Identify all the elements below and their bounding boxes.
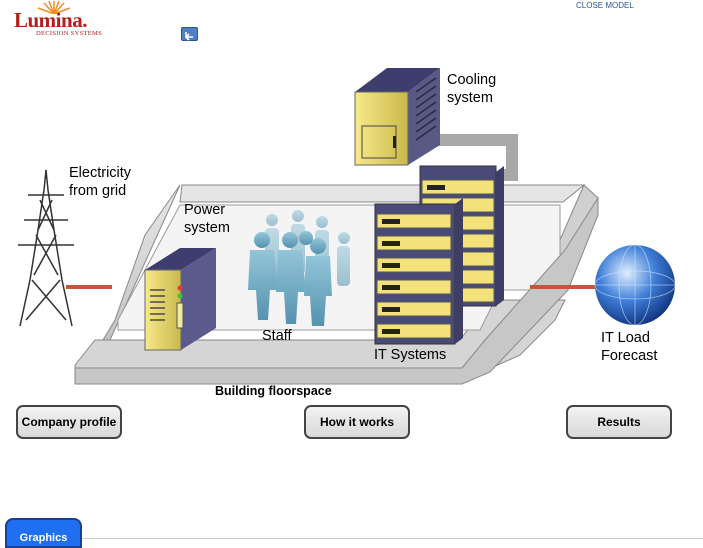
it-systems-label: IT Systems [374, 347, 447, 363]
power-pylon-icon [18, 169, 74, 327]
floorspace-label: Building floorspace [215, 384, 332, 398]
it-load-forecast-label: IT Load Forecast [601, 330, 658, 364]
staff-label: Staff [262, 328, 292, 344]
results-button[interactable]: Results [566, 405, 672, 439]
back-arrow-icon[interactable] [181, 27, 198, 41]
staff-icon [248, 210, 350, 326]
power-system-unit [144, 248, 216, 351]
cooling-unit [354, 68, 440, 166]
close-model-link[interactable]: CLOSE MODEL [576, 1, 634, 10]
tab-graphics[interactable]: Graphics [5, 518, 82, 548]
it-server-racks [374, 165, 504, 345]
company-profile-button[interactable]: Company profile [16, 405, 122, 439]
globe-icon [594, 244, 676, 326]
electricity-label: Electricity from grid [69, 165, 132, 199]
how-it-works-button[interactable]: How it works [304, 405, 410, 439]
cooling-pipe [425, 134, 518, 181]
cooling-system-label: Cooling system [447, 72, 497, 106]
logo-subtitle: DECISION SYSTEMS [36, 30, 103, 37]
sunburst-icon [37, 0, 71, 14]
data-center-diagram [18, 68, 676, 385]
tab-divider [82, 538, 703, 539]
power-system-label: Power system [184, 202, 230, 236]
lumina-logo: Lumina. DECISION SYSTEMS [12, 0, 112, 40]
logo-text: Lumina. [14, 8, 87, 32]
